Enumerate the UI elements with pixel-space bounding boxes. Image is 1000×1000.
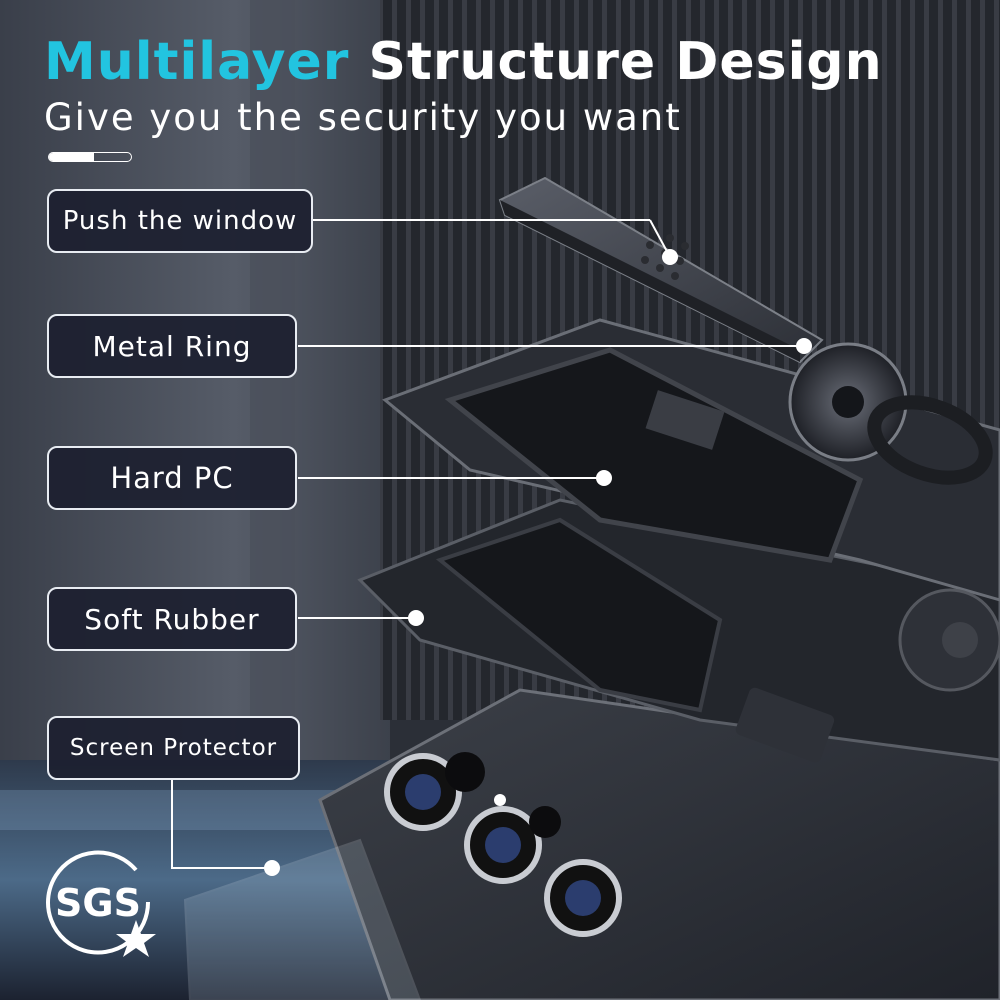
callout-dots (264, 249, 812, 876)
page-subtitle: Give you the security you want (44, 96, 682, 139)
slide-progress-bar (48, 152, 132, 162)
sgs-certification-badge: SGS (46, 850, 156, 957)
label-soft-rubber: Soft Rubber (47, 587, 297, 651)
metal-ring-part (788, 342, 993, 485)
star-icon (116, 920, 156, 957)
page-title: Multilayer Structure Design (44, 30, 883, 94)
title-main: Structure Design (368, 32, 883, 92)
camera-lens-group (384, 752, 622, 937)
progress-fill (49, 153, 95, 161)
callout-lines (171, 219, 804, 869)
label-push-the-window: Push the window (47, 189, 313, 253)
label-screen-protector: Screen Protector (47, 716, 300, 780)
title-accent: Multilayer (44, 32, 350, 92)
label-metal-ring: Metal Ring (47, 314, 297, 378)
label-hard-pc: Hard PC (47, 446, 297, 510)
sgs-text: SGS (55, 881, 141, 925)
